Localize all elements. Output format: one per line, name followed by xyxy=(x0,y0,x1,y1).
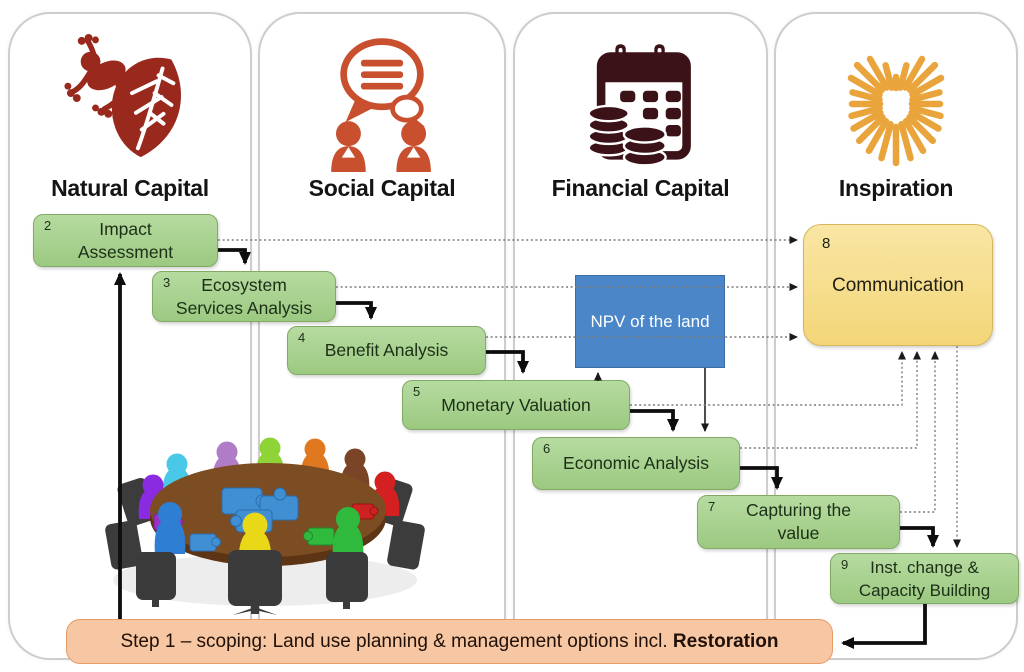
box-label-line: Communication xyxy=(832,274,964,296)
box-label-line: Capacity Building xyxy=(858,580,991,600)
box-capturing-the-value: 7 Capturing the value xyxy=(697,495,900,549)
step-number: 7 xyxy=(708,499,716,514)
step1-text: Step 1 – scoping: Land use planning & ma… xyxy=(120,630,673,652)
box-npv-of-the-land: NPV of the land xyxy=(575,275,725,368)
box-label-line: Impact xyxy=(99,218,152,239)
box-ecosystem-services-analysis: 3 Ecosystem Services Analysis xyxy=(152,271,336,322)
step-number: 9 xyxy=(841,557,849,572)
box-benefit-analysis: 4 Benefit Analysis xyxy=(287,326,486,375)
box-label-line: Monetary Valuation xyxy=(441,394,591,415)
step1-scoping-bar: Step 1 – scoping: Land use planning & ma… xyxy=(66,619,833,664)
box-institutional-change-capacity-building: 9 Inst. change & Capacity Building xyxy=(830,553,1019,604)
calendar-coins-icon xyxy=(587,44,691,167)
box-label-line: Economic Analysis xyxy=(563,453,709,473)
column-title-inspiration: Inspiration xyxy=(838,175,954,201)
box-impact-assessment: 2 Impact Assessment xyxy=(33,214,218,267)
box-label-line: Services Analysis xyxy=(175,297,313,318)
step-number: 3 xyxy=(163,275,171,290)
column-title-social: Social Capital xyxy=(308,175,456,201)
frog-leaf-icon xyxy=(64,33,182,158)
step-number: 8 xyxy=(822,235,831,252)
box-monetary-valuation: 5 Monetary Valuation xyxy=(402,380,630,430)
column-title-natural: Natural Capital xyxy=(51,175,209,201)
box-label-line: Inst. change & xyxy=(870,557,979,577)
box-label-line: value xyxy=(777,523,820,543)
starburst-heart-icon xyxy=(847,55,945,167)
step-number: 5 xyxy=(413,384,421,399)
round-table-meeting-clipart xyxy=(105,437,425,615)
box-label-line: Benefit Analysis xyxy=(324,340,449,360)
box-label-line: NPV of the land xyxy=(590,312,710,331)
box-label-line: Ecosystem xyxy=(201,274,287,295)
box-label-line: Assessment xyxy=(77,241,174,262)
step-number: 2 xyxy=(44,218,52,233)
box-communication: 8 Communication xyxy=(803,224,993,346)
step-number: 6 xyxy=(543,441,551,456)
step1-restoration-label: Restoration xyxy=(672,630,779,652)
column-title-financial: Financial Capital xyxy=(551,175,730,201)
people-chat-icon xyxy=(331,38,431,172)
step-number: 4 xyxy=(298,330,306,345)
box-economic-analysis: 6 Economic Analysis xyxy=(532,437,740,490)
box-label-line: Capturing the xyxy=(745,500,852,520)
